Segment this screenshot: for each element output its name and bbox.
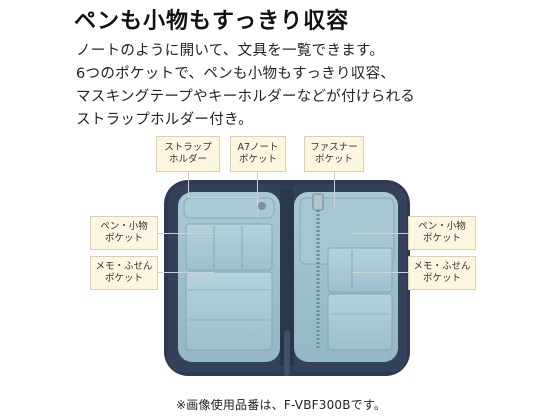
leader-memo-right — [352, 272, 408, 273]
leader-strap-holder — [188, 172, 189, 198]
callout-a7-notebook-pocket: A7ノート ポケット — [230, 136, 286, 172]
strap-snap — [258, 202, 266, 210]
description-line-2: 6つのポケットで、ペンも小物もすっきり収容、 — [76, 66, 396, 82]
leader-zipper-pocket — [334, 172, 335, 208]
callout-zipper-pocket: ファスナー ポケット — [304, 136, 364, 172]
footnote-product-number: ※画像使用品番は、F-VBF300Bです。 — [176, 398, 387, 412]
left-memo-pocket — [185, 271, 273, 351]
leader-strap-holder-h — [188, 197, 260, 198]
right-memo-pocket — [327, 293, 393, 351]
leader-memo-left — [158, 272, 214, 273]
callout-memo-pocket-right: メモ・ふせん ポケット — [408, 256, 476, 290]
strap-tab — [284, 330, 290, 376]
zipper-pull — [312, 193, 324, 211]
description-line-4: ストラップホルダー付き。 — [76, 112, 253, 128]
callout-pen-pocket-right: ペン・小物 ポケット — [408, 216, 476, 250]
leader-pen-right — [352, 233, 408, 234]
description-line-3: マスキングテープやキーホルダーなどが付けられる — [76, 89, 416, 105]
leader-a7-notebook — [257, 172, 258, 218]
description: ノートのように開いて、文具を一覧できます。 6つのポケットで、ペンも小物もすっき… — [76, 40, 516, 132]
leader-pen-left — [158, 233, 214, 234]
left-pen-pocket — [185, 223, 273, 271]
right-pen-pocket — [327, 247, 393, 293]
headline: ペンも小物もすっきり収容 — [74, 9, 350, 34]
callout-memo-pocket-left: メモ・ふせん ポケット — [90, 256, 158, 290]
description-line-1: ノートのように開いて、文具を一覧できます。 — [76, 43, 385, 59]
callout-pen-pocket-left: ペン・小物 ポケット — [90, 216, 158, 250]
callout-strap-holder: ストラップ ホルダー — [156, 136, 220, 172]
